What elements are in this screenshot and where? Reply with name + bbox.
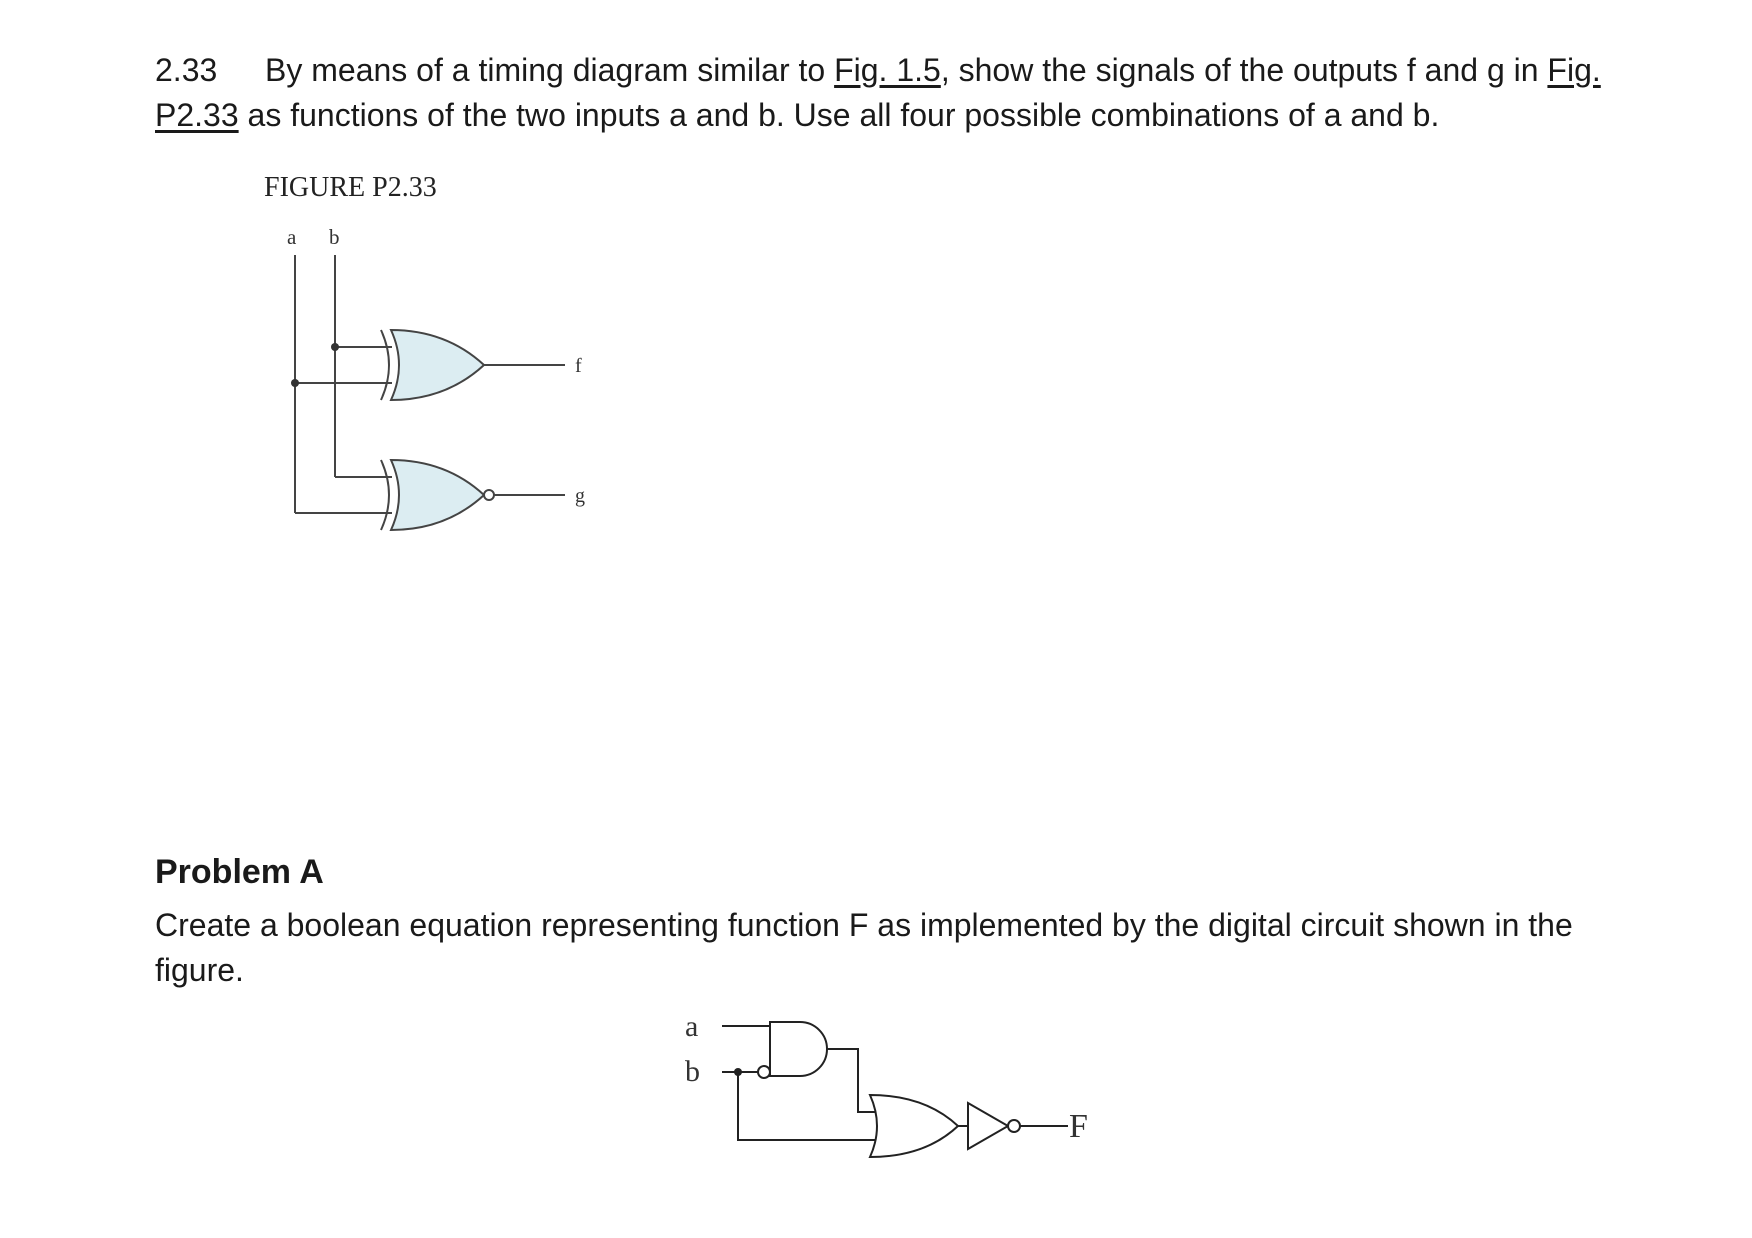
or-gate	[868, 1093, 960, 1159]
problem-2-33-text: 2.33 By means of a timing diagram similar…	[155, 48, 1655, 138]
wire-b-to-or	[737, 1072, 880, 1141]
output-g-label: g	[575, 485, 585, 507]
problem-a-text: Create a boolean equation representing f…	[155, 907, 1573, 988]
fig-p2-33-link[interactable]: Fig. P2.33	[155, 52, 1601, 133]
xor-gate	[380, 328, 486, 402]
circuit-input-a-label: a	[685, 1010, 698, 1043]
problem-text-part-3: as functions of the two inputs a and b. …	[238, 97, 1440, 133]
problem-text-part-2: , show the signals of the outputs f and …	[940, 52, 1548, 88]
fig-1-5-link[interactable]: Fig. 1.5	[834, 52, 941, 88]
figure-p2-33-diagram: a b f g	[287, 225, 585, 532]
inversion-bubble	[483, 489, 495, 501]
not-gate	[967, 1101, 1021, 1151]
inversion-bubble	[1007, 1119, 1021, 1133]
input-b-label: b	[329, 225, 340, 249]
junction-dot	[331, 343, 339, 351]
xnor-gate	[380, 458, 495, 532]
inversion-bubble	[757, 1065, 771, 1079]
input-a-label: a	[287, 225, 297, 249]
problem-number: 2.33	[155, 52, 218, 88]
and-gate	[769, 1021, 828, 1077]
junction-dot	[291, 379, 299, 387]
circuit-input-b-label: b	[685, 1055, 700, 1088]
figure-caption: FIGURE P2.33	[264, 172, 437, 203]
output-F-label: F	[1069, 1108, 1088, 1145]
problem-text-part-1: By means of a timing diagram similar to	[265, 52, 835, 88]
wire-and-to-or	[827, 1048, 880, 1113]
problem-a-heading: Problem A	[155, 853, 324, 891]
output-f-label: f	[575, 355, 582, 377]
problem-a-circuit: a b F	[685, 1010, 1088, 1159]
